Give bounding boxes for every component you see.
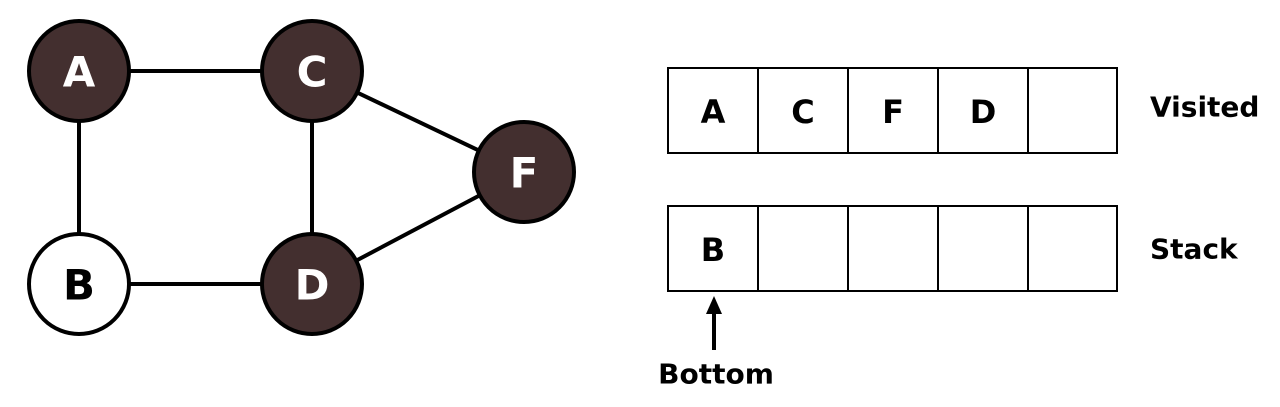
bottom-pointer: Bottom	[658, 296, 774, 391]
stack-cell	[1027, 205, 1118, 292]
visited-cell	[937, 67, 1029, 154]
node-d-label: D	[295, 261, 330, 310]
visited-cell-value: F	[882, 93, 904, 131]
stack-cell	[667, 205, 759, 292]
bottom-label: Bottom	[658, 358, 774, 391]
node-b-label: B	[63, 261, 95, 310]
stack-array: B Stack	[667, 205, 1239, 292]
visited-label: Visited	[1150, 91, 1259, 124]
stack-cell-value: B	[701, 231, 725, 269]
visited-cell-value: D	[970, 93, 997, 131]
node-f: F	[472, 120, 576, 224]
stack-cell	[847, 205, 939, 292]
node-c-label: C	[297, 48, 328, 97]
node-b: B	[27, 232, 131, 336]
stack-label: Stack	[1150, 233, 1239, 266]
node-a: A	[27, 19, 131, 123]
visited-cell-value: A	[701, 93, 726, 131]
visited-cell	[1027, 67, 1118, 154]
graph-nodes: A B C D F	[27, 19, 576, 336]
stack-cell	[757, 205, 849, 292]
node-d: D	[260, 232, 364, 336]
node-a-label: A	[63, 48, 96, 97]
node-c: C	[260, 19, 364, 123]
visited-array: A C F D Visited	[667, 67, 1259, 154]
visited-cell-value: C	[791, 93, 814, 131]
visited-cell	[847, 67, 939, 154]
node-f-label: F	[510, 149, 539, 198]
bottom-arrow-head	[706, 296, 722, 314]
stack-cell	[937, 205, 1029, 292]
